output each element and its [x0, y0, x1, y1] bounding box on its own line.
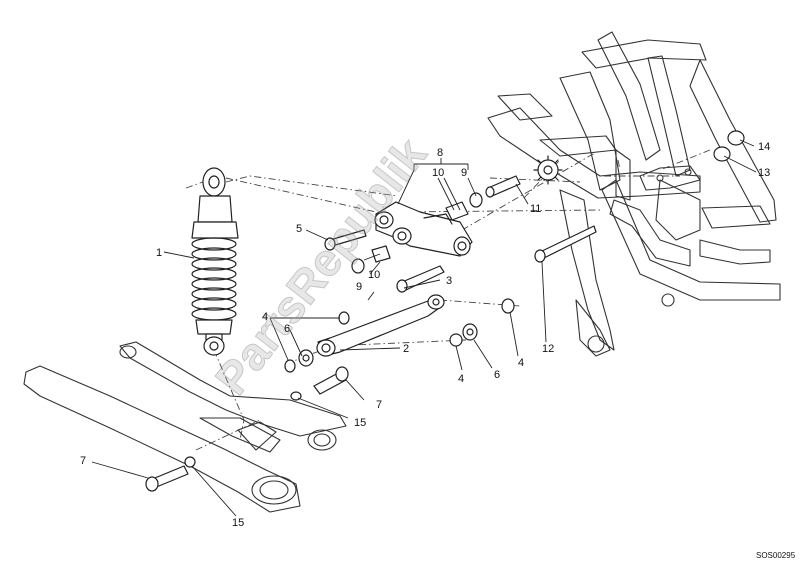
callout-5: 5	[296, 223, 302, 235]
bushing-14	[727, 130, 745, 146]
pin-11	[485, 175, 521, 198]
callout-4-right: 4	[518, 357, 524, 369]
callout-6-left: 6	[284, 323, 290, 335]
bolt-5	[324, 229, 367, 251]
shock-spring	[191, 237, 237, 321]
callout-15-middle: 15	[354, 417, 366, 429]
callout-3: 3	[446, 275, 452, 287]
callout-9-upper: 9	[461, 167, 467, 179]
spacer-4-right	[449, 298, 515, 347]
swingarm	[23, 341, 347, 513]
callout-labels: 1 2 3 4 4 4 5 6 6 7 7 8 9 9 10 10 11 12 …	[80, 141, 770, 529]
bolt-7-lower	[145, 465, 189, 492]
callout-1: 1	[156, 247, 162, 259]
callout-10-upper: 10	[432, 167, 444, 179]
bushings-9-10-lower	[351, 245, 391, 274]
callout-12: 12	[542, 343, 554, 355]
callout-8: 8	[437, 147, 443, 159]
fasteners	[145, 130, 745, 492]
callout-10-lower: 10	[368, 269, 380, 281]
bolt-3	[396, 265, 445, 293]
callout-leaders	[91, 139, 757, 517]
bushing-6-left	[298, 349, 314, 367]
callout-7-middle: 7	[376, 399, 382, 411]
callout-7-lower: 7	[80, 455, 86, 467]
frame-structure	[487, 31, 781, 357]
bushing-6-right	[462, 323, 478, 341]
spacer-4-left	[284, 311, 350, 373]
callout-15-lower: 15	[232, 517, 244, 529]
callout-6-right: 6	[494, 369, 500, 381]
bushings-9-10-upper	[445, 192, 483, 221]
gear-icon	[533, 155, 563, 185]
bolt-7-middle	[313, 366, 349, 395]
tie-rod	[316, 294, 445, 357]
watermark: PartsRepublik	[205, 128, 437, 404]
callout-2: 2	[403, 343, 409, 355]
callout-4-left: 4	[262, 311, 268, 323]
callout-13: 13	[758, 167, 770, 179]
callout-4-middle: 4	[458, 373, 464, 385]
callout-14: 14	[758, 141, 770, 153]
reference-code: SOS00295	[756, 551, 796, 560]
callout-11: 11	[530, 203, 541, 215]
callout-9-lower: 9	[356, 281, 362, 293]
bushing-13	[713, 146, 731, 162]
shock-absorber	[191, 167, 239, 356]
washer-15-lower	[184, 456, 196, 468]
rocker-linkage	[374, 201, 473, 257]
bolt-12	[534, 225, 597, 263]
